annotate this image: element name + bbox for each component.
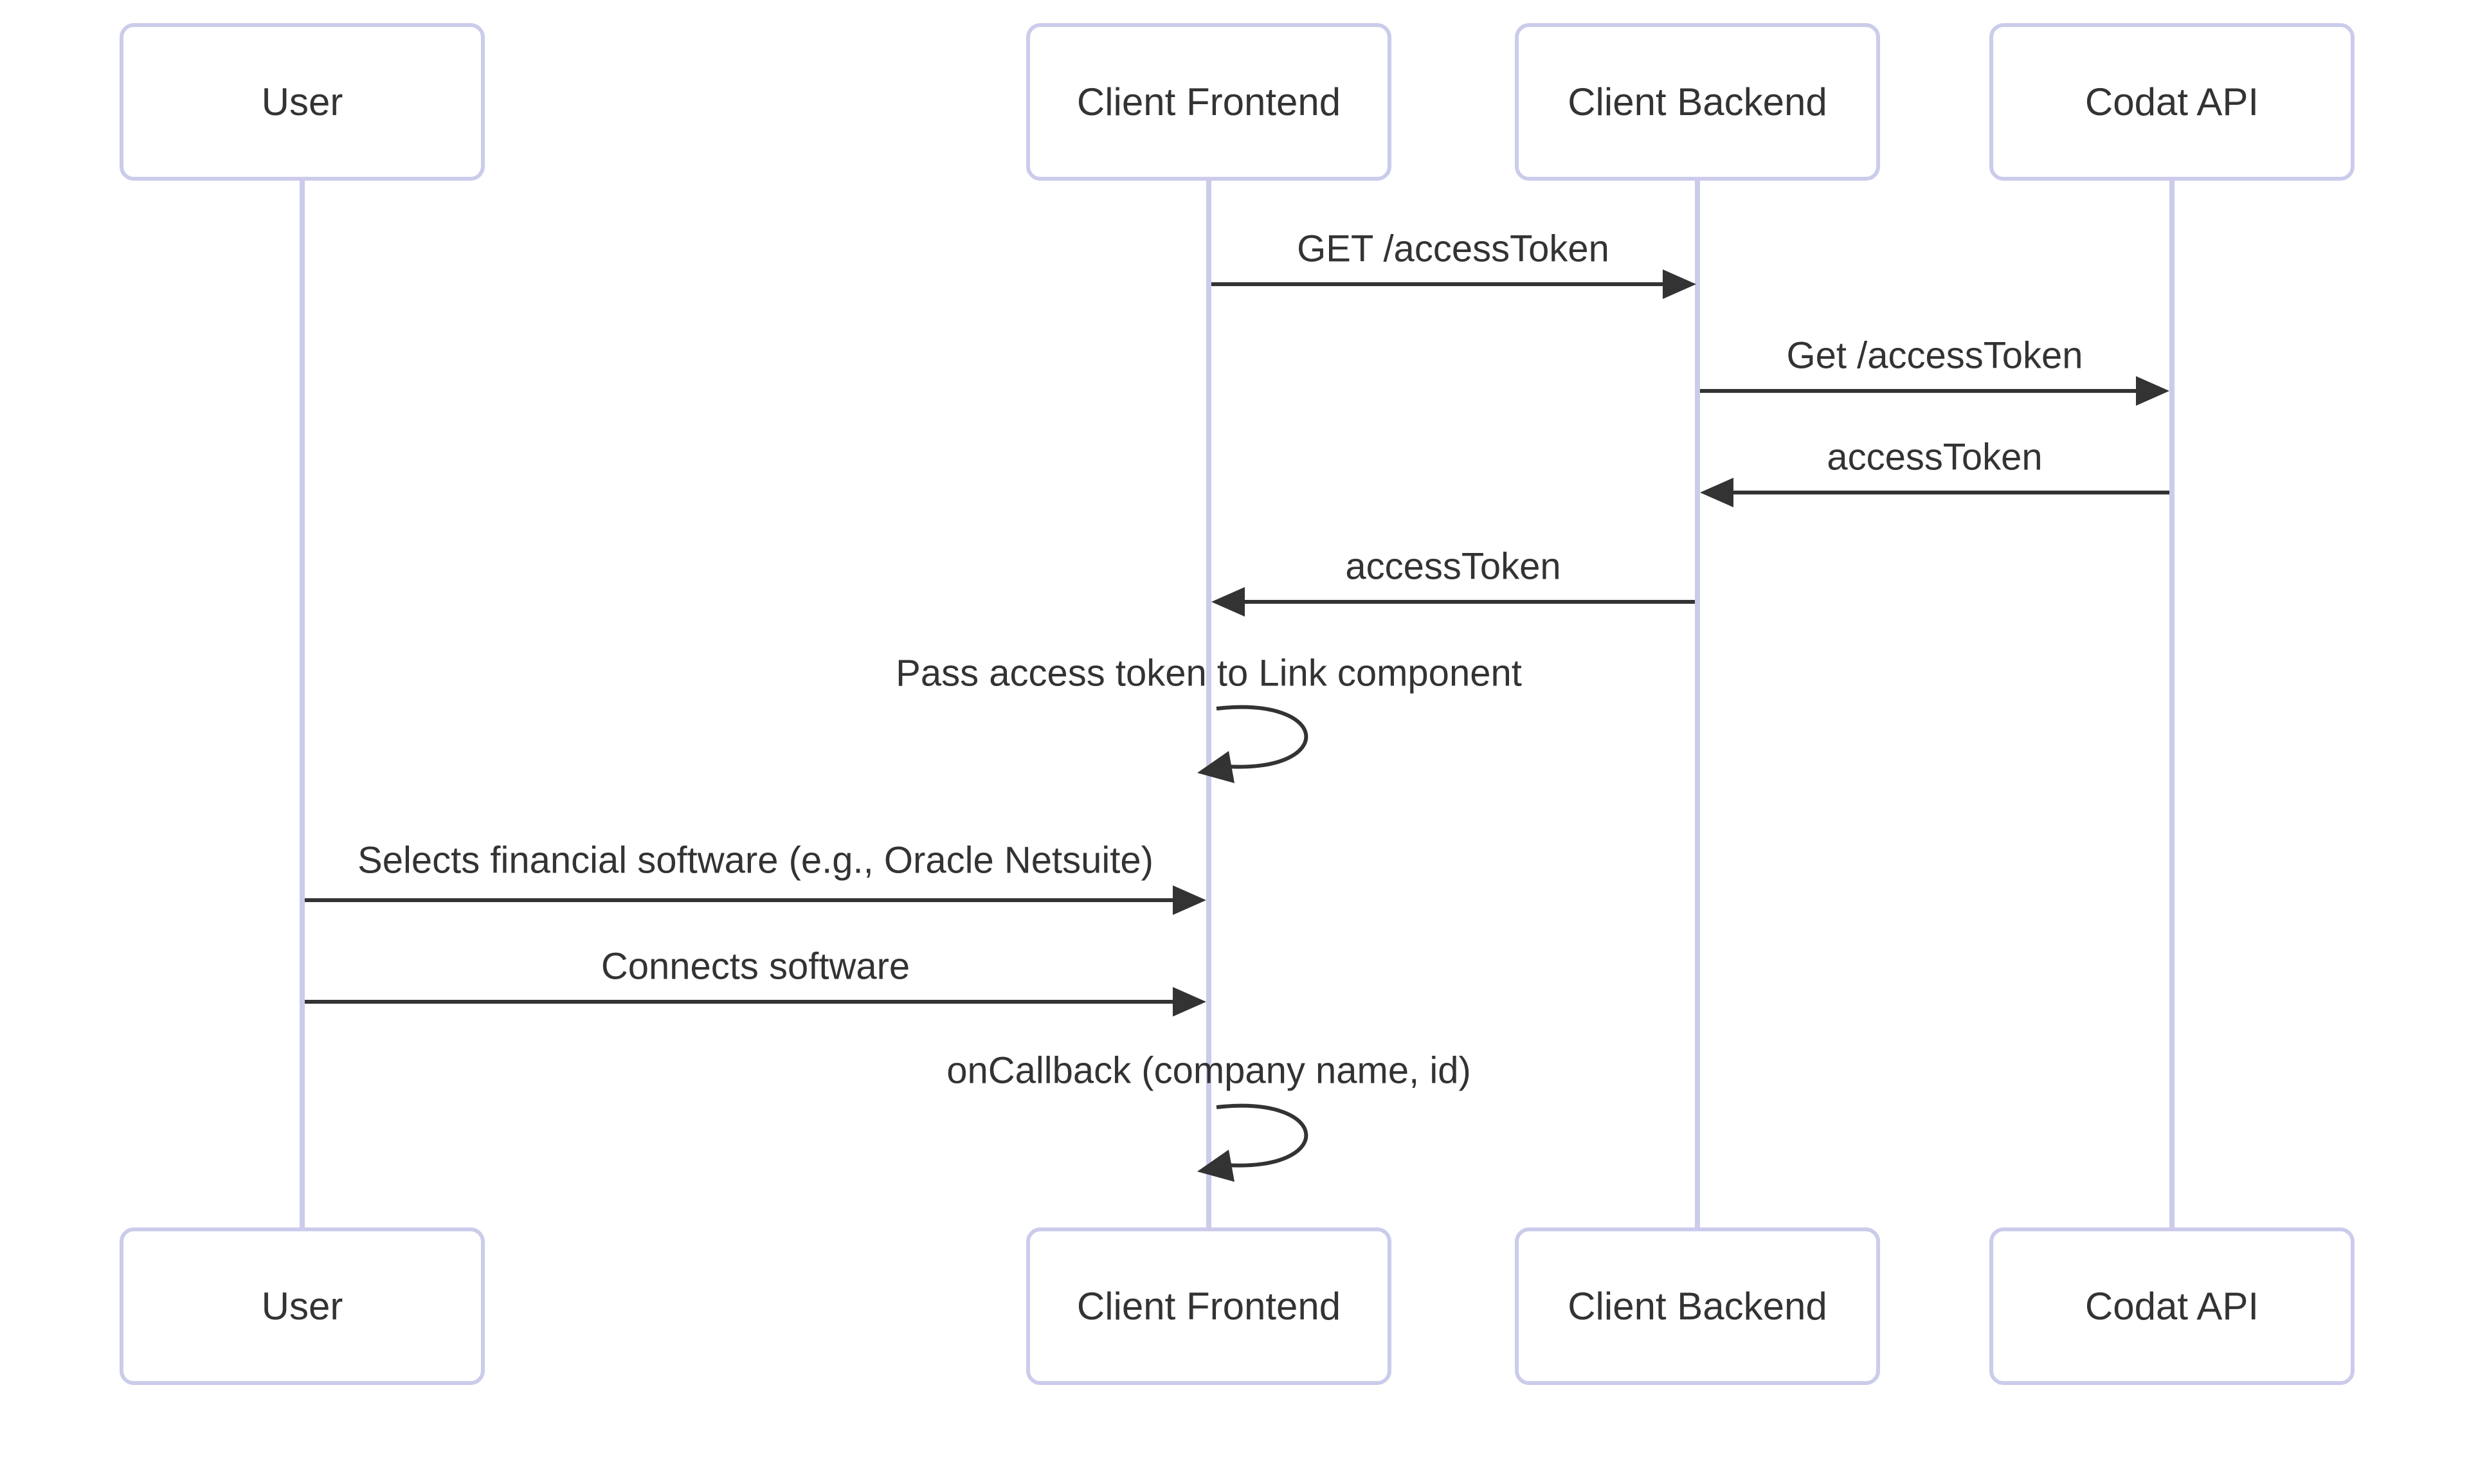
actor-label-client-backend: Client Backend [1568,80,1827,123]
actor-box-codat-api-top: Codat API [1989,23,2355,181]
message-label-oncallback: onCallback (company name, id) [946,1049,1471,1092]
message-label-get-accesstoken-caps: GET /accessToken [1297,228,1609,270]
actor-label-client-backend: Client Backend [1568,1285,1827,1328]
actor-box-user-bottom: User [120,1227,485,1385]
message-arrow-accesstoken-backend-to-frontend [1211,587,1695,617]
actor-label-client-frontend: Client Frontend [1076,1285,1341,1328]
actor-box-client-frontend-bottom: Client Frontend [1026,1227,1391,1385]
actor-box-client-backend-bottom: Client Backend [1515,1227,1880,1385]
actor-label-codat-api: Codat API [2085,80,2259,123]
actor-label-user: User [261,1285,343,1328]
actor-box-codat-api-bottom: Codat API [1989,1227,2355,1385]
message-label-get-accesstoken: Get /accessToken [1786,334,2083,377]
actor-box-user-top: User [120,23,485,181]
message-arrow-connects-software [305,987,1206,1017]
message-label-connects-software: Connects software [601,945,910,988]
actor-label-client-frontend: Client Frontend [1076,80,1341,123]
actor-label-user: User [261,80,343,123]
self-message-arrow-oncallback [1197,1103,1308,1182]
actor-box-client-backend-top: Client Backend [1515,23,1880,181]
message-arrow-selects-financial-software [305,885,1206,915]
message-arrow-get-accesstoken-backend-to-codat [1700,376,2169,406]
message-arrow-get-accesstoken-frontend-to-backend [1211,269,1696,299]
actor-box-client-frontend-top: Client Frontend [1026,23,1391,181]
message-label-pass-access-token: Pass access token to Link component [896,652,1522,694]
message-label-selects-financial-software: Selects financial software (e.g., Oracle… [357,839,1153,882]
self-message-arrow-pass-access-token [1197,705,1308,783]
message-arrow-accesstoken-codat-to-backend [1700,478,2169,507]
message-label-accesstoken-return-1: accessToken [1827,436,2043,478]
message-label-accesstoken-return-2: accessToken [1345,545,1561,588]
actor-label-codat-api: Codat API [2085,1285,2259,1328]
